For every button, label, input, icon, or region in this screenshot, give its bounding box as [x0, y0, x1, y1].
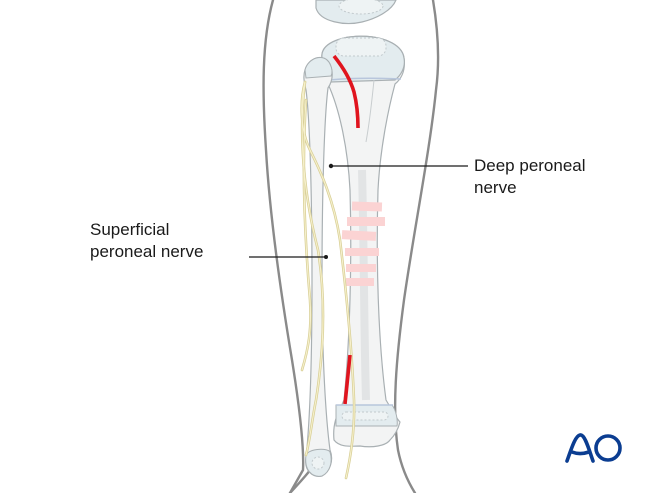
deep-peroneal-label-line1: Deep peroneal: [474, 156, 586, 175]
nerves-highlight: [301, 81, 355, 479]
superficial-peroneal-nerve-label: Superficial peroneal nerve: [90, 219, 203, 263]
proximal-incision: [332, 54, 360, 129]
superficial-peroneal-label-line2: peroneal nerve: [90, 242, 204, 261]
incision-lines: [332, 54, 360, 405]
femur-condyles: [315, 0, 397, 25]
fracture-markings: [341, 201, 385, 286]
distal-incision: [343, 354, 352, 405]
deep-peroneal-nerve-label: Deep peroneal nerve: [474, 155, 586, 199]
superficial-peroneal-label-line1: Superficial: [90, 220, 170, 239]
tibia: [321, 35, 405, 448]
fibula: [303, 56, 333, 477]
ao-logo-icon: [565, 433, 622, 463]
leader-lines: [249, 163, 468, 259]
deep-peroneal-label-line2: nerve: [474, 178, 517, 197]
